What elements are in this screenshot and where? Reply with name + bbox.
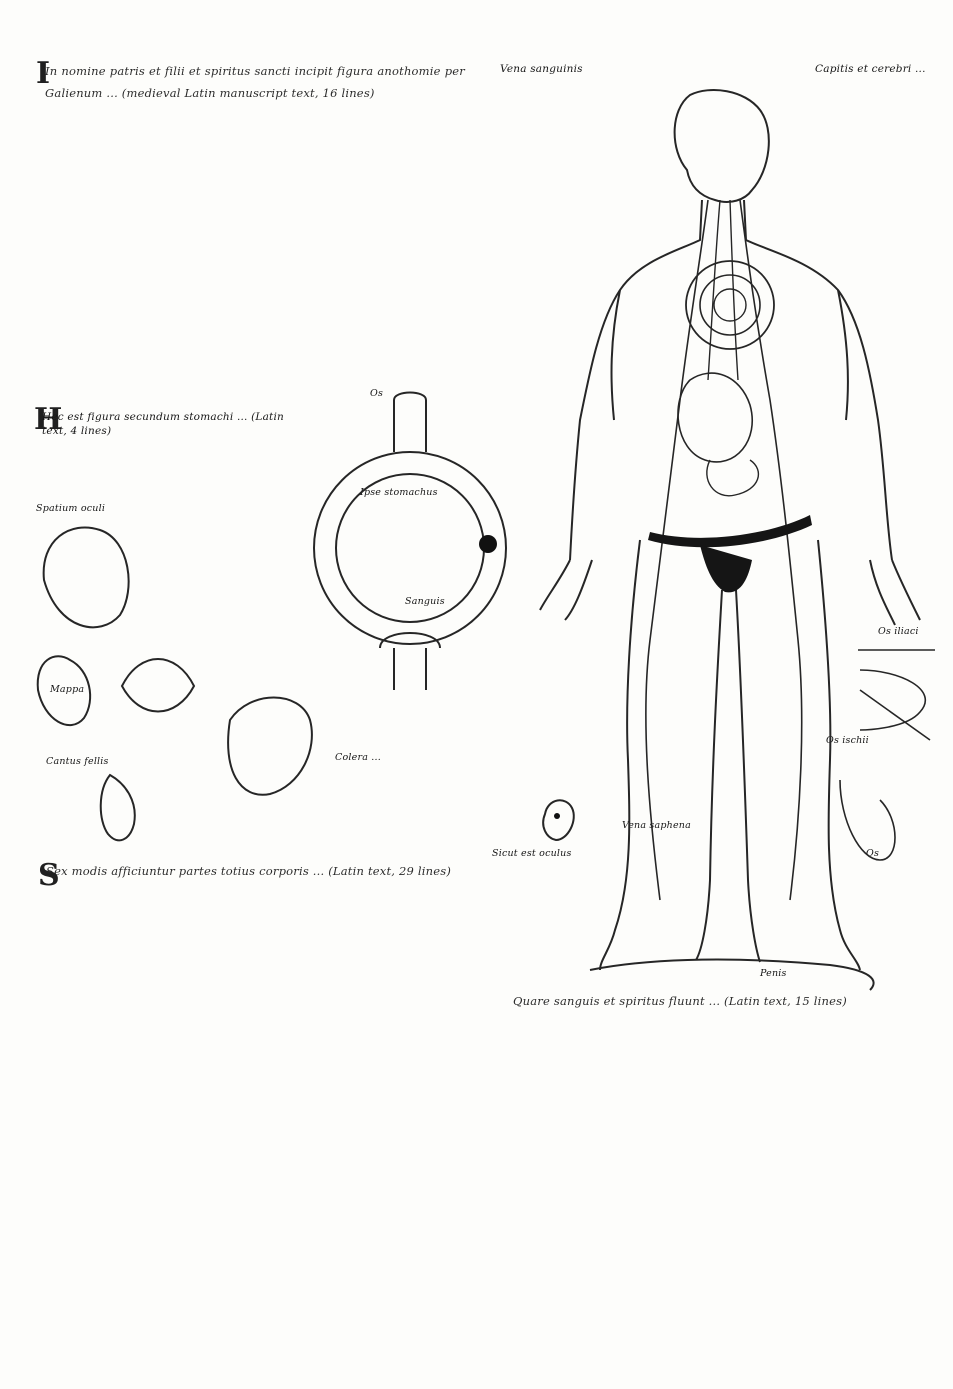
oculus-drawing (543, 800, 574, 840)
circle-diagram (314, 393, 506, 691)
black-dot-circle (479, 535, 497, 553)
stomach-outline (228, 698, 312, 795)
eye-drawings (38, 527, 194, 725)
oculus-dot (554, 813, 560, 819)
drop-shape (101, 775, 135, 840)
pelvic-cloth (700, 545, 752, 592)
bone-sketch (840, 650, 935, 860)
